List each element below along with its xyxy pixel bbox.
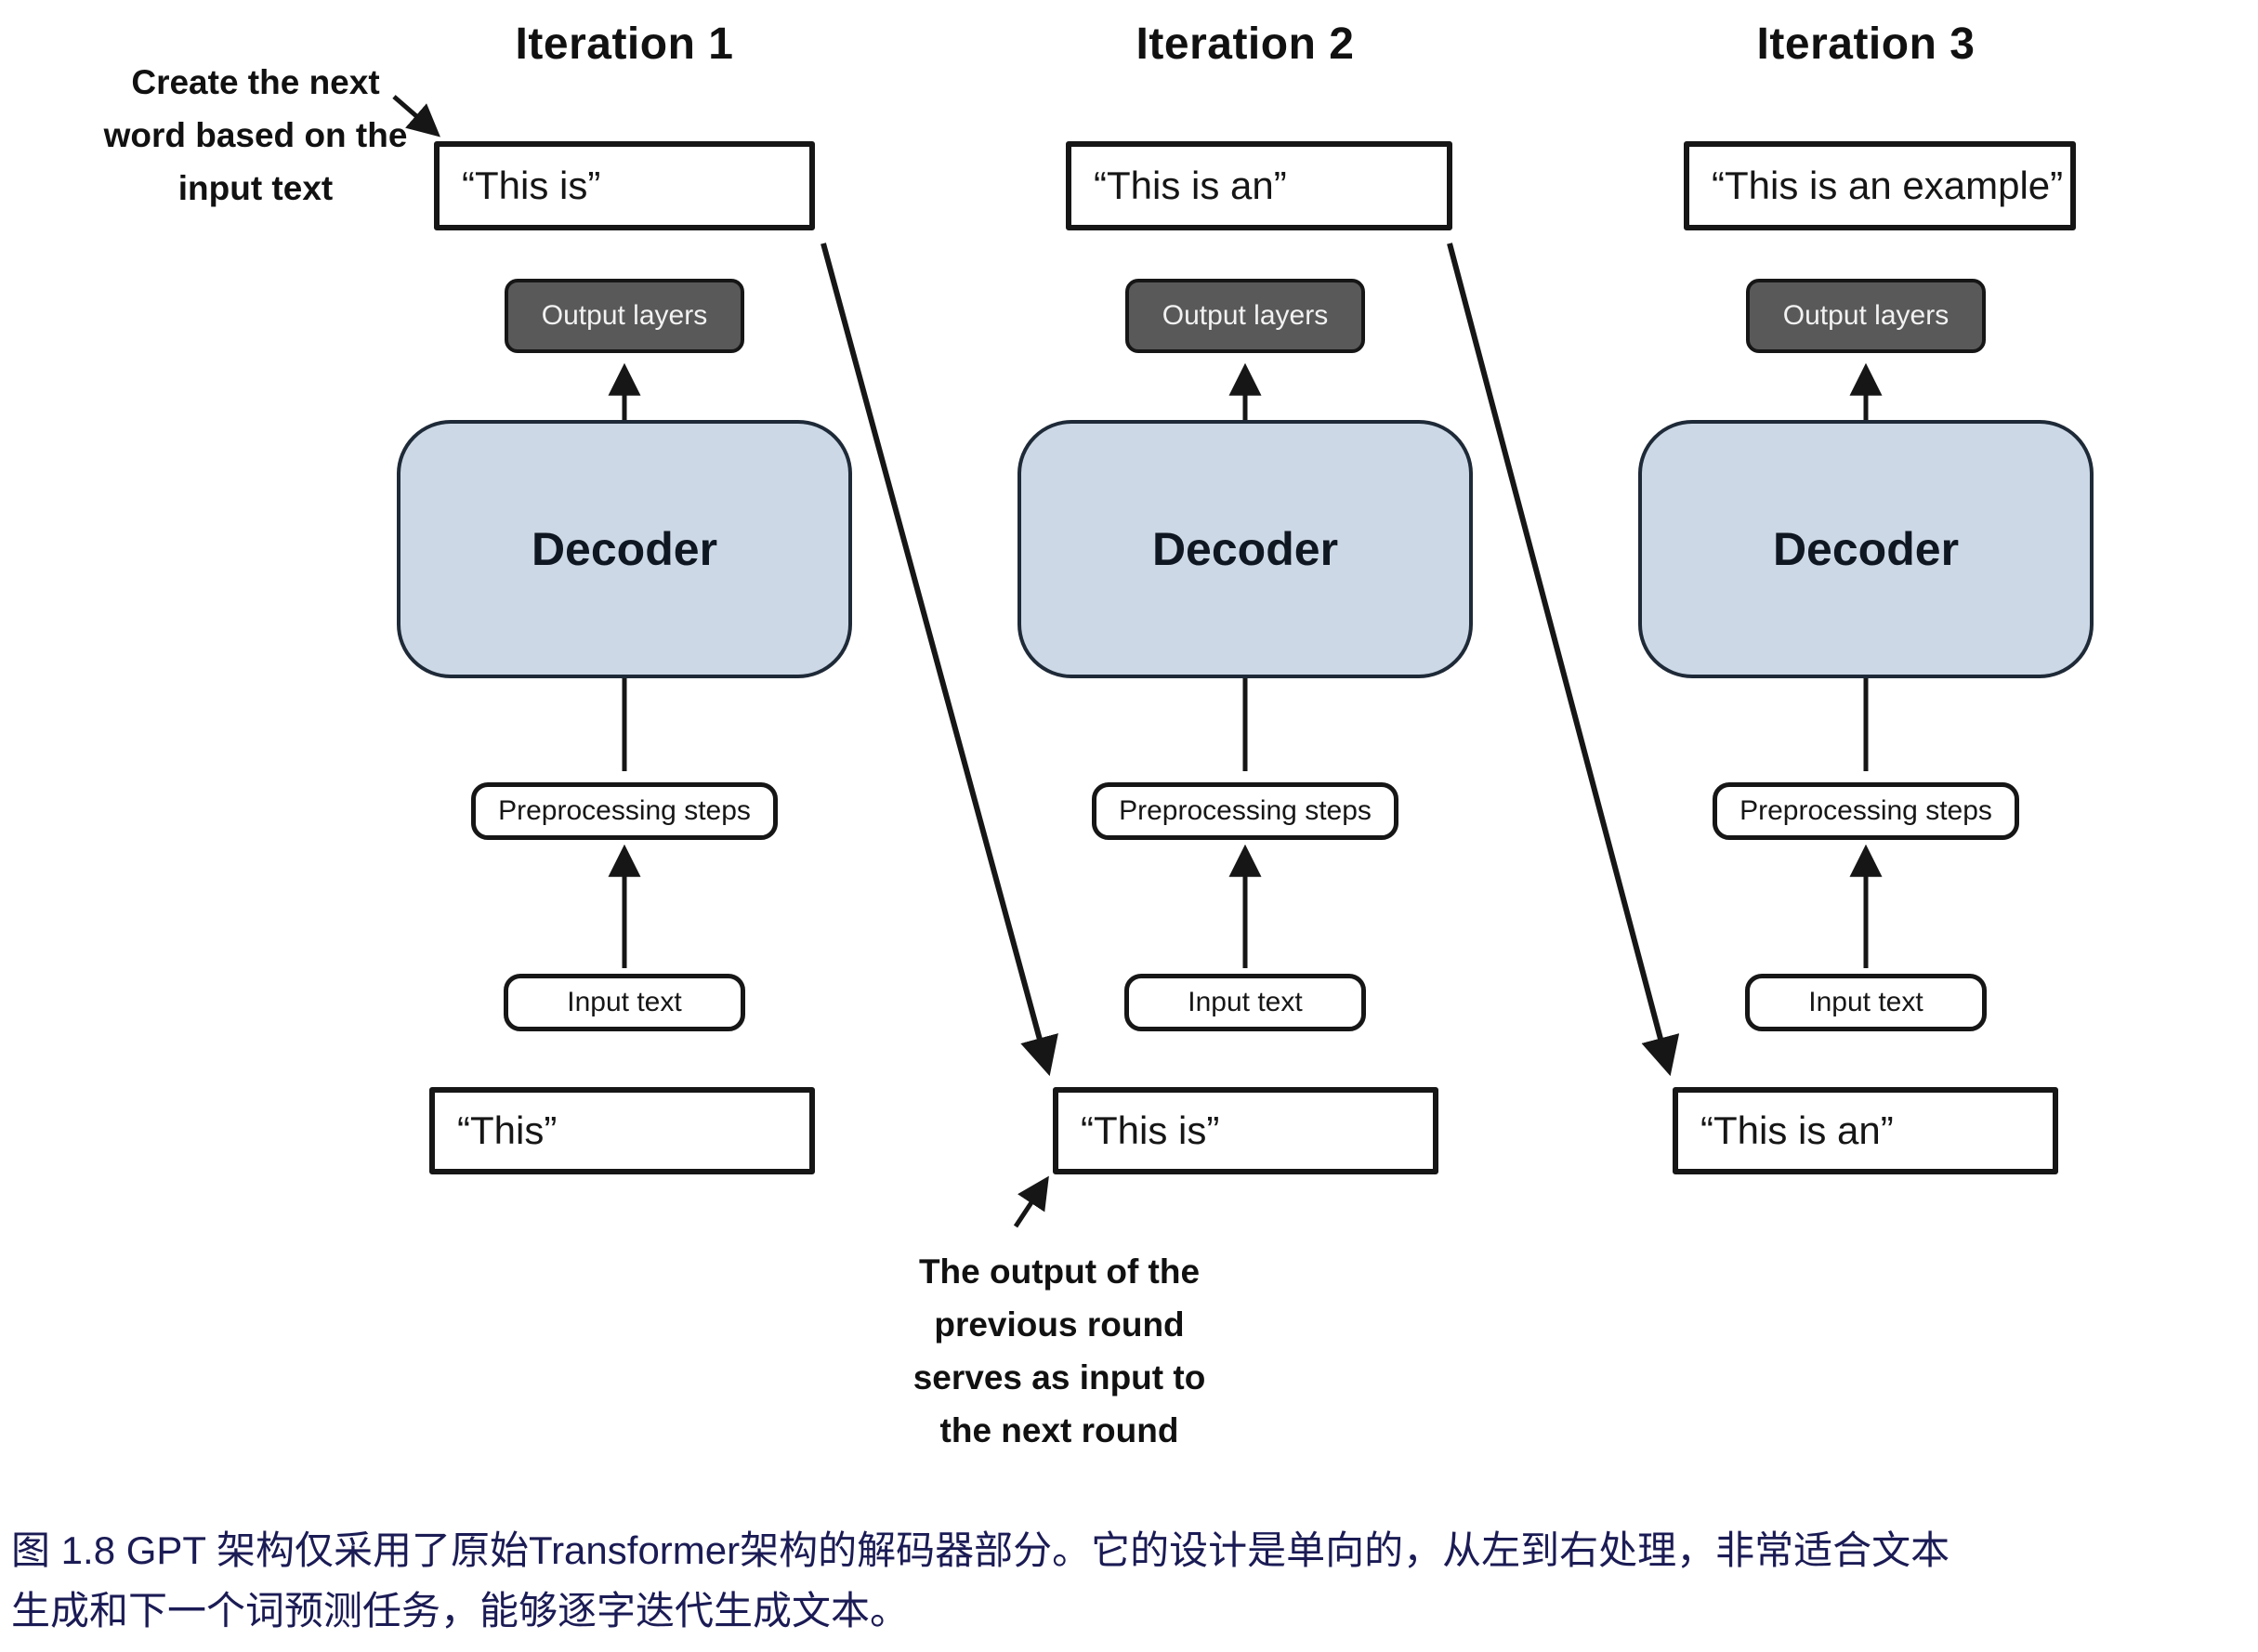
iteration-2-header: Iteration 2 <box>1136 20 1355 69</box>
output-text-2: “This is an” <box>1094 164 1287 207</box>
preprocessing-box-1: Preprocessing steps <box>471 782 778 840</box>
output-text-3: “This is an example” <box>1712 164 2064 207</box>
output-layers-label-3: Output layers <box>1782 300 1949 331</box>
output-text-box-1: “This is” <box>434 141 815 230</box>
annotation-line: word based on the <box>103 116 408 154</box>
iteration-3-header: Iteration 3 <box>1756 20 1976 69</box>
annotation-line: Create the next <box>131 63 380 101</box>
preprocessing-box-2: Preprocessing steps <box>1092 782 1398 840</box>
output-layers-box-1: Output layers <box>505 279 744 353</box>
decoder-box-1: Decoder <box>397 420 852 678</box>
decoder-label-1: Decoder <box>531 523 718 575</box>
annotation-create-next-word: Create the next word based on the input … <box>56 56 455 215</box>
preprocessing-box-3: Preprocessing steps <box>1713 782 2019 840</box>
arrow-bottom-annotation-pointer <box>1013 1175 1049 1228</box>
decoder-label-3: Decoder <box>1772 523 1960 575</box>
output-layers-label-1: Output layers <box>541 300 708 331</box>
input-string-box-2: “This is” <box>1053 1087 1438 1174</box>
input-text-label-3: Input text <box>1808 987 1923 1017</box>
output-layers-box-3: Output layers <box>1746 279 1986 353</box>
annotation-line: The output of the <box>918 1252 1201 1291</box>
annotation-line: previous round <box>934 1305 1185 1344</box>
decoder-label-2: Decoder <box>1151 523 1339 575</box>
output-layers-box-2: Output layers <box>1125 279 1365 353</box>
preprocessing-label-3: Preprocessing steps <box>1739 795 1992 826</box>
annotation-line: serves as input to <box>912 1358 1206 1396</box>
preprocessing-label-2: Preprocessing steps <box>1119 795 1372 826</box>
input-text-label-2: Input text <box>1188 987 1303 1017</box>
figure-caption: 图 1.8 GPT 架构仅采用了原始Transformer架构的解码器部分。它的… <box>11 1520 2251 1641</box>
input-text-box-2: Input text <box>1124 974 1366 1031</box>
annotation-output-serves-input: The output of the previous round serves … <box>860 1245 1259 1457</box>
output-text-box-2: “This is an” <box>1066 141 1452 230</box>
annotation-line: the next round <box>939 1411 1179 1449</box>
iteration-1-header: Iteration 1 <box>515 20 734 69</box>
arrow-output2-to-input3 <box>1447 243 1680 1077</box>
input-string-1: “This” <box>457 1108 558 1152</box>
output-text-box-3: “This is an example” <box>1684 141 2076 230</box>
output-layers-label-2: Output layers <box>1162 300 1329 331</box>
input-string-3: “This is an” <box>1700 1108 1894 1152</box>
input-text-box-1: Input text <box>504 974 745 1031</box>
caption-line-1: 图 1.8 GPT 架构仅采用了原始Transformer架构的解码器部分。它的… <box>11 1528 1950 1572</box>
caption-line-2: 生成和下一个词预测任务，能够逐字迭代生成文本。 <box>11 1589 910 1632</box>
input-text-label-1: Input text <box>567 987 682 1017</box>
annotation-line: input text <box>177 169 334 207</box>
input-text-box-3: Input text <box>1745 974 1987 1031</box>
input-string-2: “This is” <box>1081 1108 1220 1152</box>
output-text-1: “This is” <box>462 164 601 207</box>
input-string-box-3: “This is an” <box>1673 1087 2058 1174</box>
arrow-output1-to-input2 <box>820 243 1058 1077</box>
decoder-box-2: Decoder <box>1017 420 1473 678</box>
preprocessing-label-1: Preprocessing steps <box>498 795 751 826</box>
input-string-box-1: “This” <box>429 1087 815 1174</box>
decoder-box-3: Decoder <box>1638 420 2094 678</box>
